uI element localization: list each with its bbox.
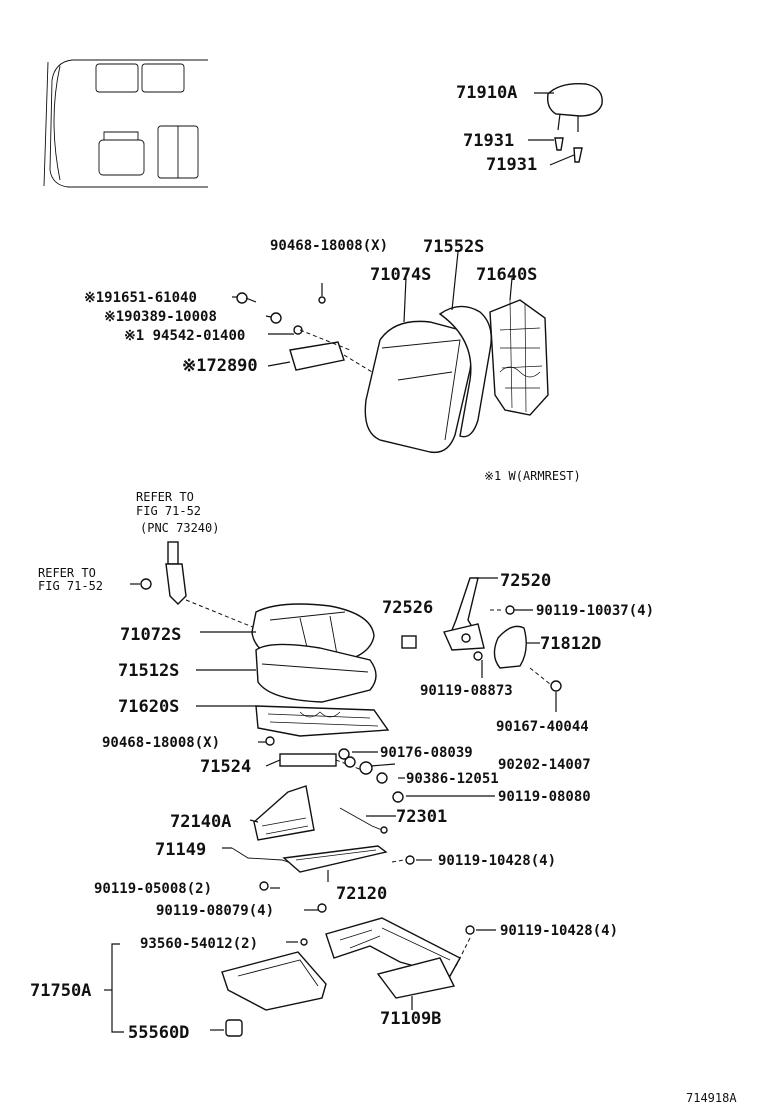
label-71620S: 71620S	[118, 697, 179, 717]
label-71524: 71524	[200, 757, 251, 777]
figure-id: 714918A	[686, 1091, 737, 1105]
label-71931-a: 71931	[463, 131, 514, 151]
label-71074S: 71074S	[370, 265, 431, 285]
label-71512S: 71512S	[118, 661, 179, 681]
label-90119-08873: 90119-08873	[420, 683, 513, 699]
refer-note-1-line2: FIG 71-52	[136, 504, 201, 518]
seat-track-parts	[231, 748, 495, 913]
seat-frame	[300, 917, 496, 1010]
label-90386: 90386-12051	[406, 771, 499, 787]
label-71812D: 71812D	[540, 634, 601, 654]
label-72120: 72120	[336, 884, 387, 904]
label-90119-05008: 90119-05008(2)	[94, 881, 212, 897]
recliner-parts	[401, 577, 562, 712]
label-90176: 90176-08039	[380, 745, 473, 761]
label-90468-bottom: 90468-18008(X)	[102, 735, 220, 751]
label-90119-10428-b: 90119-10428(4)	[500, 923, 618, 939]
label-90389: ※190389-10008	[104, 309, 217, 325]
label-71640S: 71640S	[476, 265, 537, 285]
label-71109B: 71109B	[380, 1009, 441, 1029]
belt-buckle	[140, 541, 261, 631]
seat-cover-lower	[104, 941, 327, 1037]
label-90119-08079: 90119-08079(4)	[156, 903, 274, 919]
seatback-assembly	[318, 251, 549, 454]
label-72301: 72301	[396, 807, 447, 827]
label-90119-08080: 90119-08080	[498, 789, 591, 805]
label-90202: 90202-14007	[498, 757, 591, 773]
label-94542: ※1 94542-01400	[124, 328, 245, 344]
label-71149: 71149	[155, 840, 206, 860]
label-93560: 93560-54012(2)	[140, 936, 258, 952]
label-90167: 90167-40044	[496, 719, 589, 735]
refer-note-2-line1: REFER TO	[38, 566, 96, 580]
leader-lines	[130, 583, 281, 849]
label-55560D: 55560D	[128, 1023, 189, 1043]
label-71072S: 71072S	[120, 625, 181, 645]
label-72520: 72520	[500, 571, 551, 591]
refer-note-1-line3: (PNC 73240)	[140, 521, 219, 535]
label-71931-b: 71931	[486, 155, 537, 175]
headrest-part	[528, 83, 603, 166]
refer-note-1-line1: REFER TO	[136, 490, 194, 504]
vehicle-locator-inset	[43, 59, 208, 188]
label-72890: ※172890	[182, 356, 258, 376]
label-90119-10037: 90119-10037(4)	[536, 603, 654, 619]
label-72526: 72526	[382, 598, 433, 618]
label-91651: ※191651-61040	[84, 290, 197, 306]
label-72140A: 72140A	[170, 812, 231, 832]
note-armrest: ※1 W(ARMREST)	[484, 469, 581, 483]
armrest-parts	[232, 292, 373, 373]
label-71552S: 71552S	[423, 237, 484, 257]
seat-cushion-assembly	[251, 603, 390, 771]
refer-note-2-line2: FIG 71-52	[38, 579, 103, 593]
label-90119-10428-a: 90119-10428(4)	[438, 853, 556, 869]
label-71910A: 71910A	[456, 83, 517, 103]
label-71750A: 71750A	[30, 981, 91, 1001]
part-labels: 71910A 71931 71931 90468-18008(X) 71552S…	[30, 83, 737, 1105]
label-90468-top: 90468-18008(X)	[270, 238, 388, 254]
